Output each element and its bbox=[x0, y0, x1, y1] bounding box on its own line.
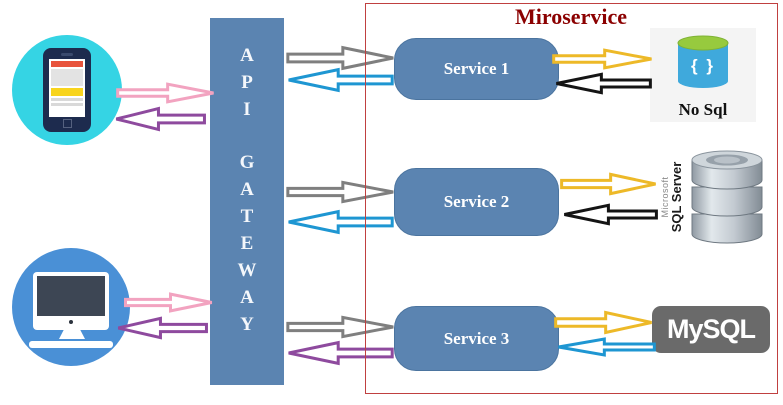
mssql-cylinder-band bbox=[691, 186, 763, 217]
arrow-gateway-service3-request bbox=[286, 315, 396, 339]
arrow-mobile-response-shape bbox=[116, 109, 204, 130]
arrow-gateway-service3-request-shape bbox=[288, 317, 393, 336]
phone-icon bbox=[43, 48, 91, 132]
nosql-cylinder-top bbox=[677, 35, 729, 51]
arrow-gateway-service1-request bbox=[286, 45, 396, 71]
arrow-service3-gateway-response-shape bbox=[289, 343, 393, 364]
arrow-service2-mssql-request bbox=[560, 172, 658, 196]
mssql-label: Microsoft SQL Server bbox=[660, 151, 684, 243]
mysql-database-icon: MySQL bbox=[652, 306, 770, 353]
arrow-service3-mysql-request-shape bbox=[556, 313, 652, 333]
monitor-stand bbox=[59, 330, 85, 339]
phone-screen-header-bar bbox=[51, 61, 83, 67]
arrow-service3-mysql-request bbox=[554, 310, 654, 335]
arrow-mobile-response bbox=[114, 106, 206, 132]
api-gateway-label-api: A P I bbox=[240, 45, 254, 120]
service-3-box: Service 3 bbox=[394, 306, 559, 371]
api-gateway-label-gateway: G A T E W A Y bbox=[237, 152, 257, 335]
arrow-gateway-service2-request-shape bbox=[288, 182, 393, 201]
service-3-label: Service 3 bbox=[443, 328, 510, 348]
arrow-service1-nosql-request bbox=[552, 48, 654, 70]
arrow-desktop-response-shape bbox=[118, 318, 206, 337]
arrow-desktop-request-shape bbox=[126, 294, 212, 311]
nosql-braces-glyph: { } bbox=[691, 56, 715, 75]
arrow-service2-mssql-request-shape bbox=[562, 174, 656, 193]
mssql-database-icon: Microsoft SQL Server bbox=[640, 146, 776, 246]
arrow-service2-gateway-response-shape bbox=[289, 212, 393, 233]
arrow-mssql-service2-response-shape bbox=[564, 205, 656, 223]
arrow-mobile-request bbox=[116, 82, 216, 104]
phone-screen-highlight-bar bbox=[51, 88, 83, 96]
service-1-box: Service 1 bbox=[394, 38, 559, 100]
service-1-label: Service 1 bbox=[443, 59, 510, 78]
service-2-label: Service 2 bbox=[443, 192, 510, 211]
arrow-mysql-service3-response-shape bbox=[559, 339, 655, 355]
arrow-mobile-request-shape bbox=[118, 84, 214, 102]
phone-screen-text-line bbox=[51, 103, 83, 106]
arrow-mssql-service2-response bbox=[562, 203, 658, 226]
service-2-box: Service 2 bbox=[394, 168, 559, 236]
arrow-service2-gateway-response bbox=[286, 209, 394, 235]
phone-screen-image-block bbox=[51, 69, 83, 86]
mobile-client-icon bbox=[12, 35, 122, 145]
arrow-gateway-service2-request bbox=[286, 180, 396, 204]
arrow-gateway-service1-request-shape bbox=[288, 48, 393, 69]
keyboard-icon bbox=[29, 341, 113, 348]
arrow-desktop-request bbox=[124, 292, 214, 313]
mssql-name-label: SQL Server bbox=[669, 161, 684, 233]
arrow-service3-gateway-response bbox=[286, 340, 394, 366]
arrow-nosql-service1-response-shape bbox=[556, 74, 650, 92]
arrow-desktop-response bbox=[116, 316, 208, 340]
arrow-service1-nosql-request-shape bbox=[554, 50, 652, 68]
arrow-nosql-service1-response bbox=[554, 72, 652, 95]
arrow-service1-gateway-response bbox=[286, 67, 394, 93]
arrow-mysql-service3-response bbox=[556, 337, 656, 357]
mssql-cylinder-top-hole bbox=[714, 156, 740, 164]
phone-screen-text-line bbox=[51, 98, 83, 101]
diagram-title: Miroservice bbox=[515, 4, 627, 29]
desktop-client-icon bbox=[12, 248, 130, 366]
nosql-database-icon: { } No Sql bbox=[650, 28, 756, 122]
arrow-service1-gateway-response-shape bbox=[289, 70, 393, 91]
phone-screen bbox=[49, 59, 85, 117]
phone-speaker-bar bbox=[61, 53, 73, 56]
nosql-cylinder-body bbox=[678, 43, 728, 88]
nosql-cylinder-icon: { } bbox=[677, 35, 729, 88]
monitor-camera-dot bbox=[69, 320, 73, 324]
monitor-icon bbox=[33, 272, 109, 330]
mssql-cylinder-band bbox=[691, 213, 763, 244]
mysql-label: MySQL bbox=[666, 314, 756, 344]
mssql-cylinder-stack-icon bbox=[691, 150, 763, 244]
monitor-screen bbox=[37, 276, 105, 316]
phone-home-button bbox=[63, 119, 72, 128]
api-gateway-box: A P I G A T E W A Y bbox=[210, 18, 284, 385]
nosql-label: No Sql bbox=[678, 100, 728, 119]
